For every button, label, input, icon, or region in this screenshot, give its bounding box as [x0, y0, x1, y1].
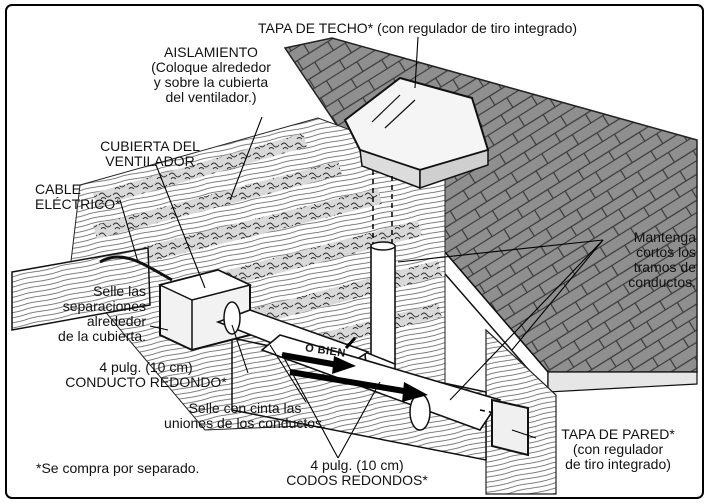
frame-border	[5, 4, 704, 499]
roof-duct-path	[372, 170, 393, 248]
label-keep-short: Mantenga cortos los tramos de conductos.	[628, 229, 696, 290]
airflow-arrows	[281, 336, 428, 402]
label-electric-cable: CABLE ELÉCTRICO*	[35, 181, 121, 212]
roof-edge	[547, 371, 698, 393]
label-insulation: AISLAMIENTO (Coloque alrededor y sobre l…	[151, 44, 271, 105]
roof-cap-body	[343, 76, 490, 190]
leader-lines	[119, 36, 604, 459]
label-tape-joints: Selle con cinta las uniones de los condu…	[164, 400, 326, 431]
label-wall-cap: TAPA DE PARED* (con regulador de tiro in…	[561, 426, 675, 472]
label-purchased-separately: *Se compra por separado.	[36, 460, 200, 476]
label-seal-gaps: Selle las separaciones alrededor de la c…	[58, 283, 146, 344]
label-round-duct: 4 pulg. (10 cm) CONDUCTO REDONDO*	[65, 359, 227, 390]
electric-cable	[99, 255, 173, 282]
label-fan-housing: CUBIERTA DEL VENTILADOR	[100, 138, 200, 169]
joist-left	[11, 247, 151, 331]
label-roof-cap: TAPA DE TECHO* (con regulador de tiro in…	[258, 20, 578, 36]
wall-cap-body	[491, 398, 529, 457]
label-elbows: 4 pulg. (10 cm) CODOS REDONDOS*	[286, 457, 428, 488]
